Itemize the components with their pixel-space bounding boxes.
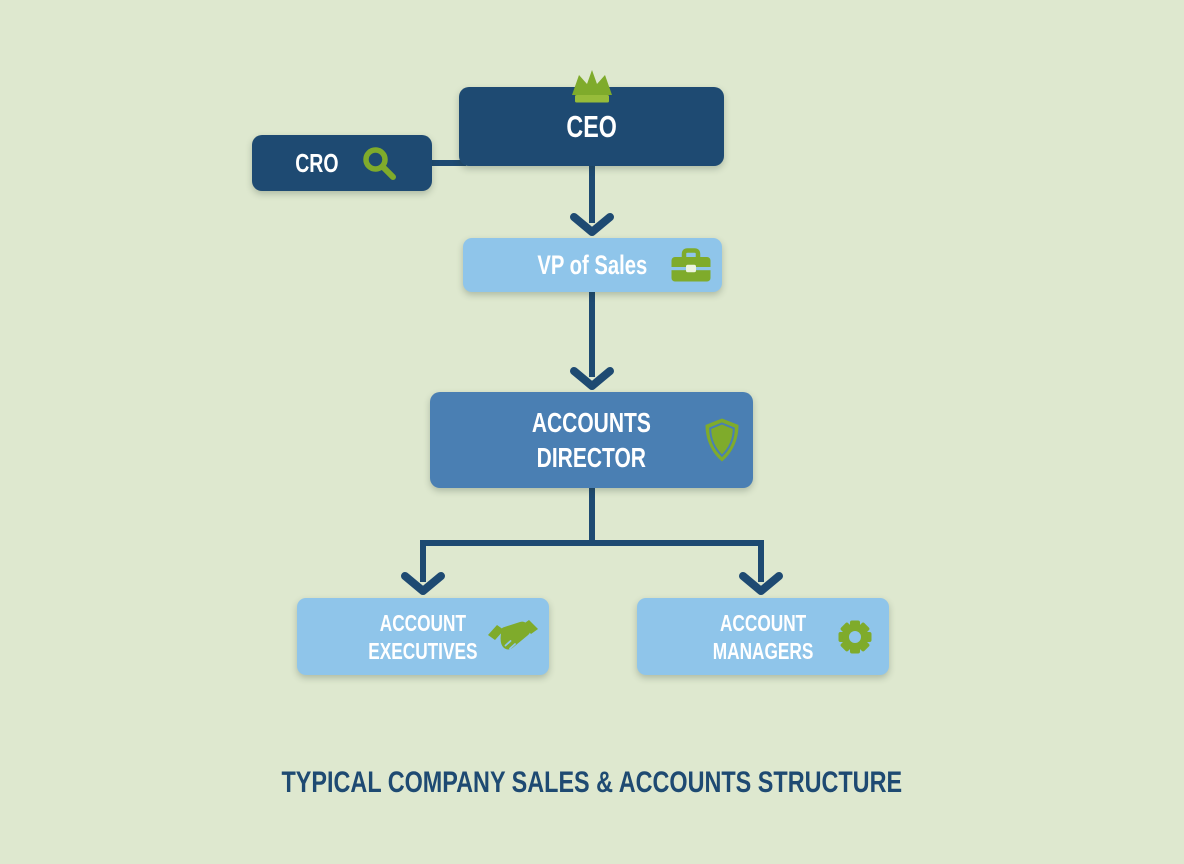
- node-account-managers-label: ACCOUNT MANAGERS: [712, 609, 814, 664]
- arrowhead-director-executives: [401, 572, 445, 595]
- node-vp-sales-label: VP of Sales: [537, 249, 648, 280]
- node-ceo-label: CEO: [566, 108, 617, 144]
- node-cro: CRO: [252, 135, 432, 191]
- chart-title: TYPICAL COMPANY SALES & ACCOUNTS STRUCTU…: [281, 766, 903, 799]
- node-accounts-director-label: ACCOUNTS DIRECTOR: [531, 407, 651, 473]
- arrowhead-director-managers: [739, 572, 783, 595]
- node-account-managers: ACCOUNT MANAGERS: [637, 598, 889, 675]
- handshake-icon: [488, 620, 538, 652]
- search-icon: [363, 147, 396, 180]
- briefcase-icon: [671, 248, 711, 282]
- node-account-executives: ACCOUNT EXECUTIVES: [297, 598, 549, 675]
- node-accounts-director: ACCOUNTS DIRECTOR: [430, 392, 753, 488]
- arrowhead-vp-director: [570, 367, 614, 390]
- shield-icon: [705, 418, 739, 462]
- gear-icon: [838, 620, 872, 654]
- node-cro-label: CRO: [295, 147, 339, 178]
- node-vp-sales: VP of Sales: [463, 238, 722, 292]
- crown-icon: [566, 67, 618, 105]
- node-account-executives-label: ACCOUNT EXECUTIVES: [368, 609, 478, 664]
- arrowhead-ceo-vp: [570, 213, 614, 236]
